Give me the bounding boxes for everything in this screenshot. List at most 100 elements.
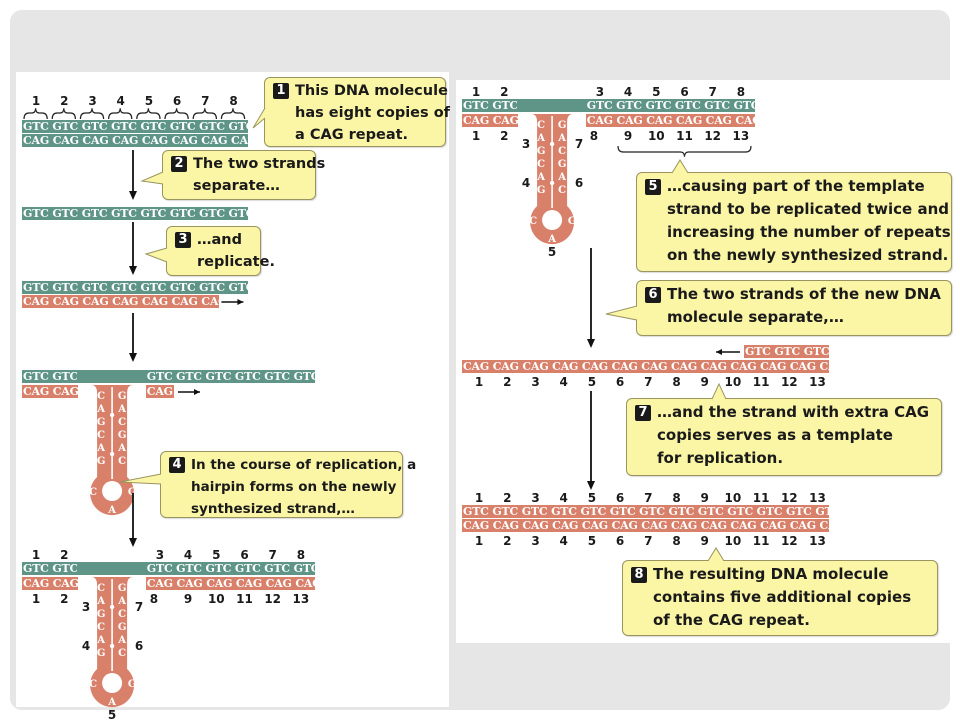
row5-new-left: CAG CAG bbox=[22, 577, 79, 590]
callout-text: contains five additional copies bbox=[653, 588, 912, 606]
top-repeat-number: 5 bbox=[587, 491, 597, 505]
callout-text: synthesized strand,… bbox=[191, 501, 355, 517]
top-repeat-number: 3 bbox=[531, 491, 540, 505]
top-repeat-number: 8 bbox=[296, 548, 306, 562]
bottom-repeat-number: 2 bbox=[500, 129, 509, 143]
callout-text: replicate. bbox=[197, 254, 275, 270]
row2-separated-strand: GTC GTC GTC GTC GTC GTC GTC GTC bbox=[22, 207, 255, 220]
top-repeat-number: 4 bbox=[559, 491, 568, 505]
top-repeat-number: 8 bbox=[736, 85, 746, 99]
bottom-repeat-number: 13 bbox=[809, 534, 826, 548]
row4-new-left: CAG CAG bbox=[22, 385, 79, 398]
top-repeat-number: 3 bbox=[88, 94, 97, 108]
bottom-repeat-number: 9 bbox=[183, 592, 193, 606]
bottom-repeat-number: 8 bbox=[672, 375, 681, 389]
bottom-repeat-number: 8 bbox=[672, 534, 681, 548]
bottom-repeat-number: 6 bbox=[615, 375, 625, 389]
callout-step-3: 3 …and replicate. bbox=[166, 226, 275, 276]
top-repeat-number: 7 bbox=[644, 491, 653, 505]
bottom-repeat-number: 6 bbox=[615, 534, 625, 548]
callout-text: separate… bbox=[193, 178, 280, 194]
callout-text: has eight copies of bbox=[295, 105, 450, 121]
step-badge: 6 bbox=[645, 287, 661, 303]
row4-new-right: CAG bbox=[145, 385, 174, 398]
bottom-repeat-number: 2 bbox=[503, 534, 512, 548]
callout-step-2: 2 The two strands separate… bbox=[162, 150, 325, 200]
row1-complement-strand: CAG CAG CAG CAG CAG CAG CAG CAG bbox=[22, 134, 258, 147]
top-repeat-number: 7 bbox=[201, 94, 210, 108]
step-badge: 3 bbox=[175, 232, 191, 248]
bottom-repeat-number: 1 bbox=[471, 129, 481, 143]
bottom-repeat-number: 8 bbox=[589, 129, 599, 143]
callout-text: The two strands of the new DNA bbox=[667, 285, 941, 303]
bottom-repeat-number: 3 bbox=[531, 375, 540, 389]
top-repeat-number: 5 bbox=[212, 548, 221, 562]
bottom-repeat-number: 13 bbox=[732, 129, 750, 143]
top-repeat-number: 5 bbox=[144, 94, 154, 108]
bottom-repeat-number: 5 bbox=[587, 534, 597, 548]
row6-template-left: GTC GTC bbox=[462, 99, 519, 112]
callout-text: molecule separate,… bbox=[667, 308, 844, 326]
bottom-repeat-number: 1 bbox=[31, 592, 41, 606]
bottom-repeat-number: 8 bbox=[149, 592, 159, 606]
row6-template-right: GTC GTC GTC GTC GTC GTC bbox=[585, 99, 760, 112]
row1-template-strand: GTC GTC GTC GTC GTC GTC GTC GTC bbox=[22, 120, 255, 133]
bottom-repeat-number: 4 bbox=[559, 375, 568, 389]
top-repeat-number: 2 bbox=[60, 548, 69, 562]
top-repeat-number: 1 bbox=[474, 491, 484, 505]
bottom-repeat-number: 7 bbox=[644, 375, 653, 389]
row5-template-bridge bbox=[77, 562, 147, 575]
top-repeat-number: 4 bbox=[623, 85, 633, 99]
callout-text: on the newly synthesized strand. bbox=[667, 246, 949, 264]
top-repeat-number: 5 bbox=[652, 85, 661, 99]
top-repeat-number: 6 bbox=[172, 94, 182, 108]
bottom-repeat-number: 1 bbox=[474, 375, 484, 389]
bottom-repeat-number: 12 bbox=[264, 592, 282, 606]
top-repeat-number: 10 bbox=[724, 491, 742, 505]
step-badge: 1 bbox=[273, 83, 289, 99]
bottom-repeat-number: 2 bbox=[60, 592, 69, 606]
bottom-repeat-number: 12 bbox=[704, 129, 722, 143]
row3-new-strand: CAG CAG CAG CAG CAG CAG CAG bbox=[22, 295, 228, 308]
step-badge: 8 bbox=[631, 567, 647, 583]
callout-text: copies serves as a template bbox=[657, 426, 893, 444]
top-repeat-number: 3 bbox=[595, 85, 605, 99]
top-repeat-number: 9 bbox=[700, 491, 709, 505]
step-badge: 7 bbox=[635, 405, 651, 421]
top-repeat-number: 2 bbox=[60, 94, 69, 108]
row5-new-right: CAG CAG CAG CAG CAG CAG bbox=[145, 577, 322, 590]
row3-template-strand: GTC GTC GTC GTC GTC GTC GTC GTC bbox=[22, 281, 255, 294]
callout-text: strand to be replicated twice and bbox=[667, 200, 949, 218]
bottom-repeat-number: 3 bbox=[531, 534, 540, 548]
callout-step-8: 8 The resulting DNA molecule contains fiv… bbox=[622, 560, 938, 636]
top-repeat-number: 1 bbox=[31, 548, 41, 562]
callout-text: …and bbox=[197, 232, 242, 248]
bottom-repeat-number: 4 bbox=[559, 534, 568, 548]
callout-text: hairpin forms on the newly bbox=[191, 479, 397, 495]
step-badge: 4 bbox=[169, 457, 185, 473]
row7-template-strand: CAG CAG CAG CAG CAG CAG CAG CAG CAG CAG … bbox=[462, 360, 846, 373]
top-repeat-number: 6 bbox=[615, 491, 625, 505]
callout-text: The two strands bbox=[193, 156, 326, 172]
callout-text: of the CAG repeat. bbox=[653, 611, 810, 629]
callout-text: for replication. bbox=[657, 449, 784, 467]
row6-template-bridge bbox=[517, 99, 587, 112]
bottom-repeat-number: 10 bbox=[724, 534, 742, 548]
callout-text: The resulting DNA molecule bbox=[653, 565, 889, 583]
top-repeat-number: 7 bbox=[708, 85, 717, 99]
row7-primer-strand: GTC GTC GTC bbox=[744, 345, 830, 358]
row5-template-right: GTC GTC GTC GTC GTC GTC bbox=[145, 562, 320, 575]
top-repeat-number: 4 bbox=[116, 94, 125, 108]
top-repeat-number: 4 bbox=[183, 548, 193, 562]
top-repeat-number: 1 bbox=[31, 94, 41, 108]
callout-step-6: 6 The two strands of the new DNA molecule… bbox=[636, 280, 952, 336]
bottom-repeat-number: 9 bbox=[623, 129, 633, 143]
row6-new-right: CAG CAG CAG CAG CAG CAG bbox=[585, 114, 762, 127]
callout-text: a CAG repeat. bbox=[295, 127, 409, 143]
callout-text: increasing the number of repeats bbox=[667, 223, 951, 241]
top-repeat-number: 6 bbox=[680, 85, 689, 99]
bottom-repeat-number: 12 bbox=[780, 375, 798, 389]
step-badge: 2 bbox=[171, 156, 187, 172]
bottom-repeat-number: 5 bbox=[587, 375, 597, 389]
